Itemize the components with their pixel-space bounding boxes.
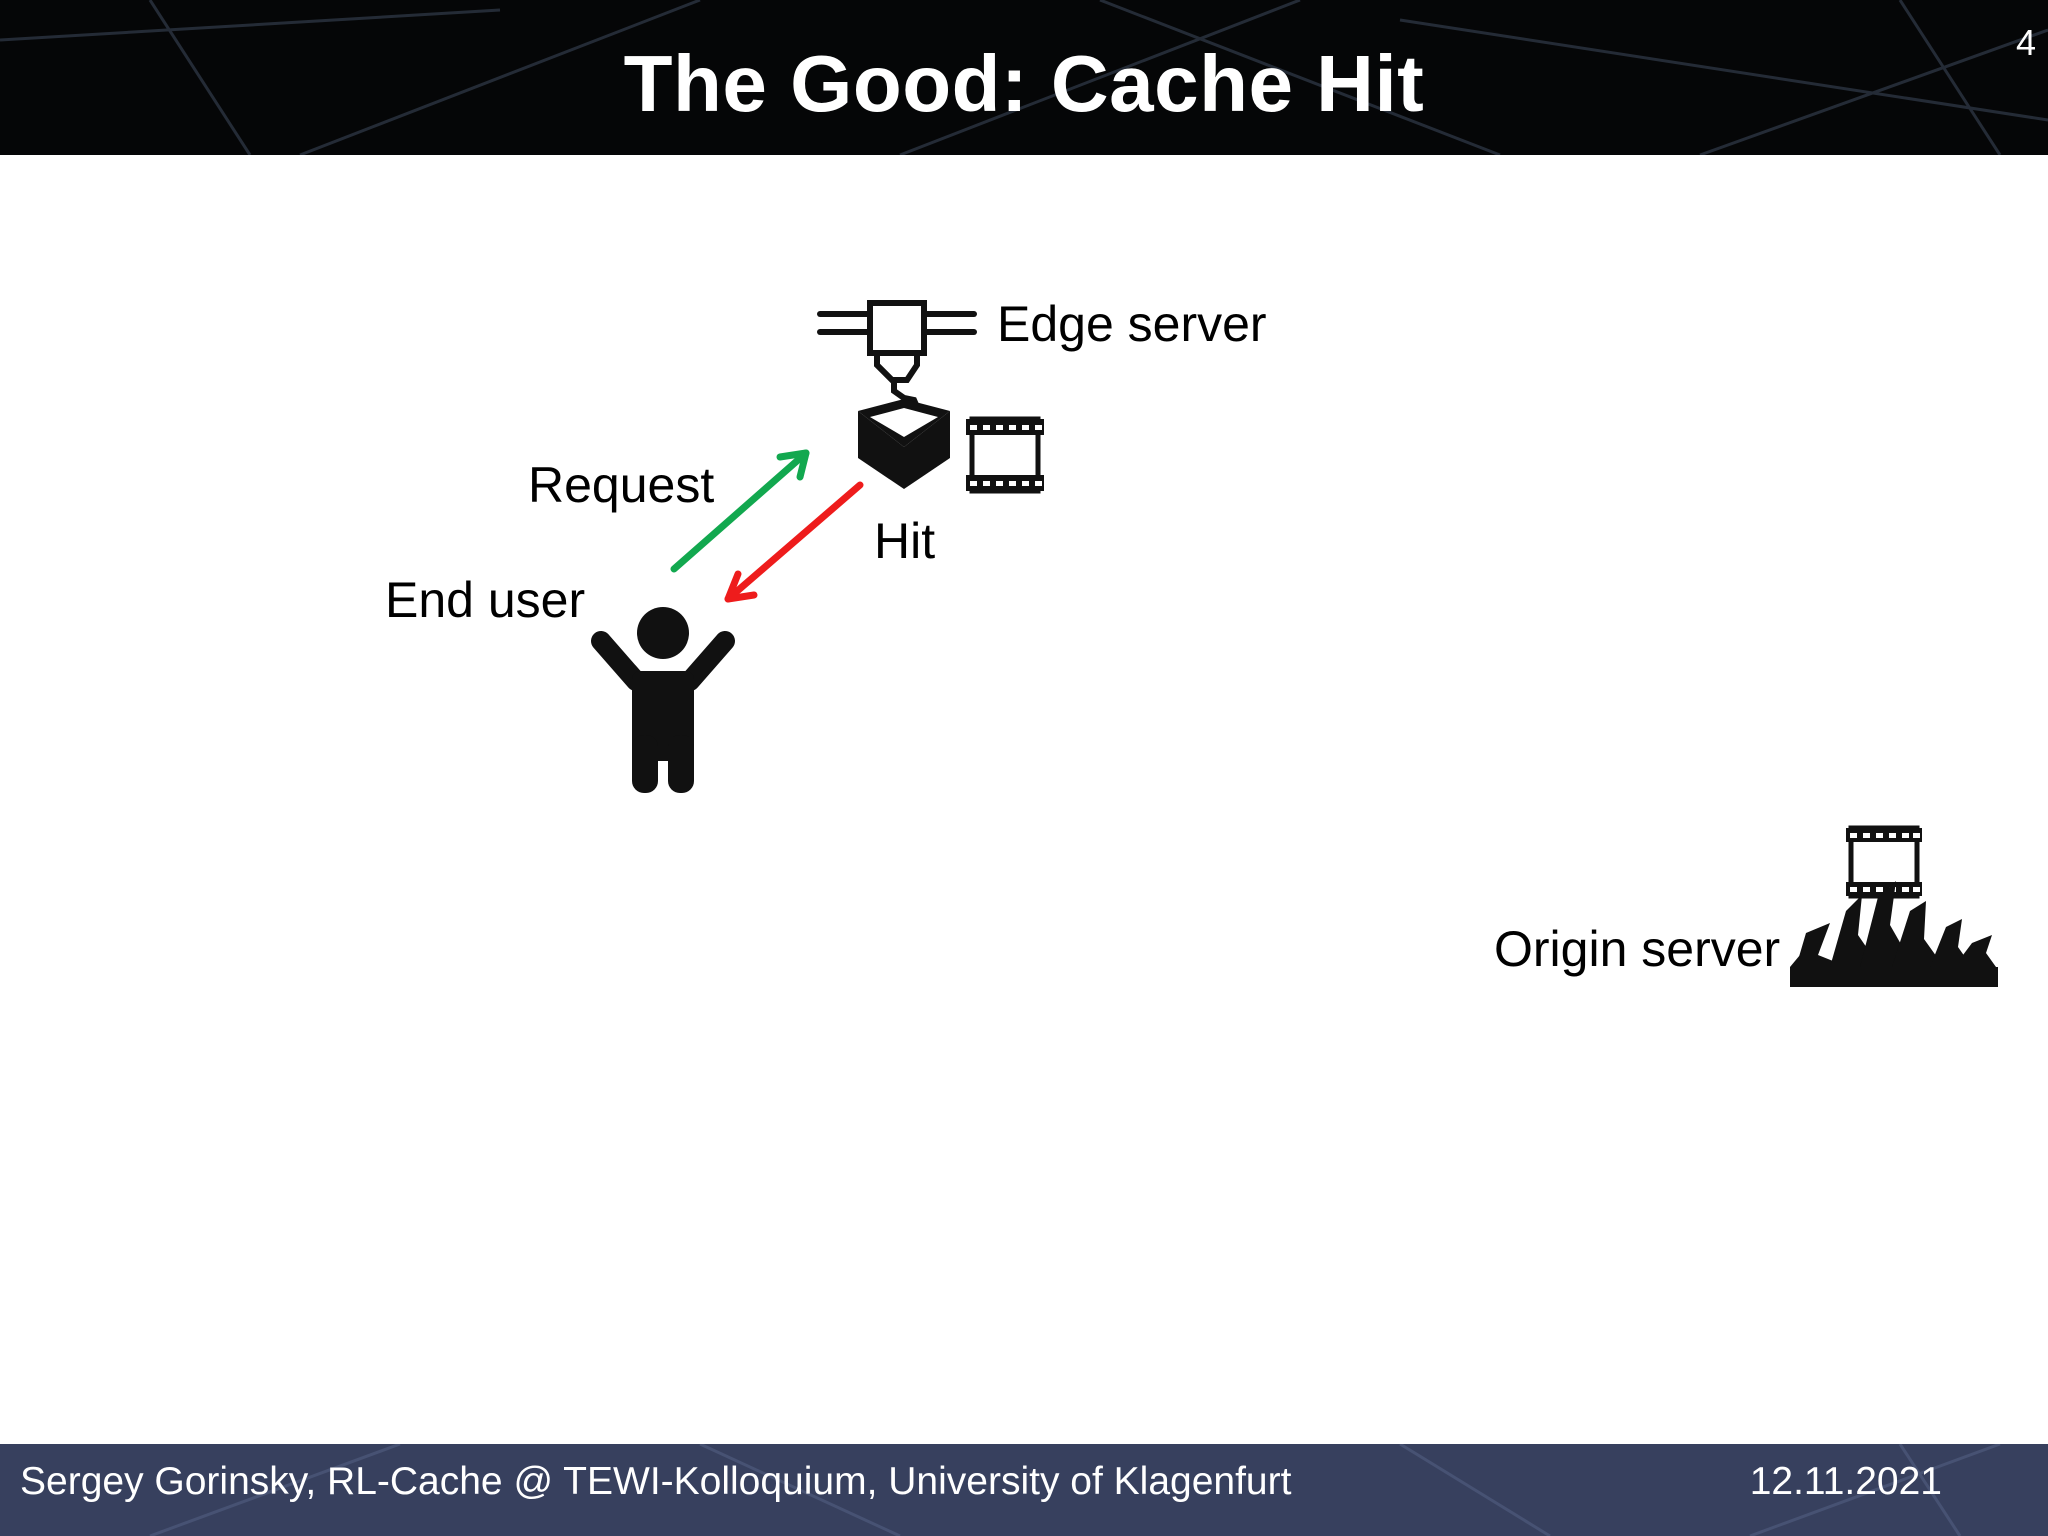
slide-title: The Good: Cache Hit bbox=[623, 39, 1425, 128]
film-strip-icon bbox=[966, 416, 1044, 494]
footer-bar: Sergey Gorinsky, RL-Cache @ TEWI-Kolloqu… bbox=[0, 1444, 2048, 1536]
origin-server-label: Origin server bbox=[1494, 921, 1781, 977]
footer-text: Sergey Gorinsky, RL-Cache @ TEWI-Kolloqu… bbox=[20, 1460, 1292, 1503]
page-number: 4 bbox=[2015, 22, 2036, 63]
request-label: Request bbox=[528, 457, 715, 513]
footer-background-pattern bbox=[149, 1444, 2001, 1536]
edge-server-label: Edge server bbox=[997, 296, 1267, 352]
edge-server-machine-icon bbox=[817, 300, 977, 410]
request-arrow bbox=[670, 449, 810, 573]
person-icon bbox=[591, 607, 735, 793]
diagram: Edge server Request Hit End user Origin … bbox=[0, 155, 2048, 1445]
diagram-canvas bbox=[591, 300, 1998, 987]
response-arrow bbox=[724, 481, 864, 603]
origin-film-strip-icon bbox=[1846, 825, 1922, 899]
hit-label: Hit bbox=[874, 513, 936, 569]
end-user-label: End user bbox=[385, 572, 586, 628]
footer-date: 12.11.2021 bbox=[1749, 1460, 1942, 1503]
title-bar: The Good: Cache Hit 4 bbox=[0, 0, 2048, 155]
box-icon bbox=[858, 399, 950, 489]
opera-house-icon bbox=[1790, 881, 1998, 987]
title-bar-background-pattern bbox=[0, 0, 2048, 155]
